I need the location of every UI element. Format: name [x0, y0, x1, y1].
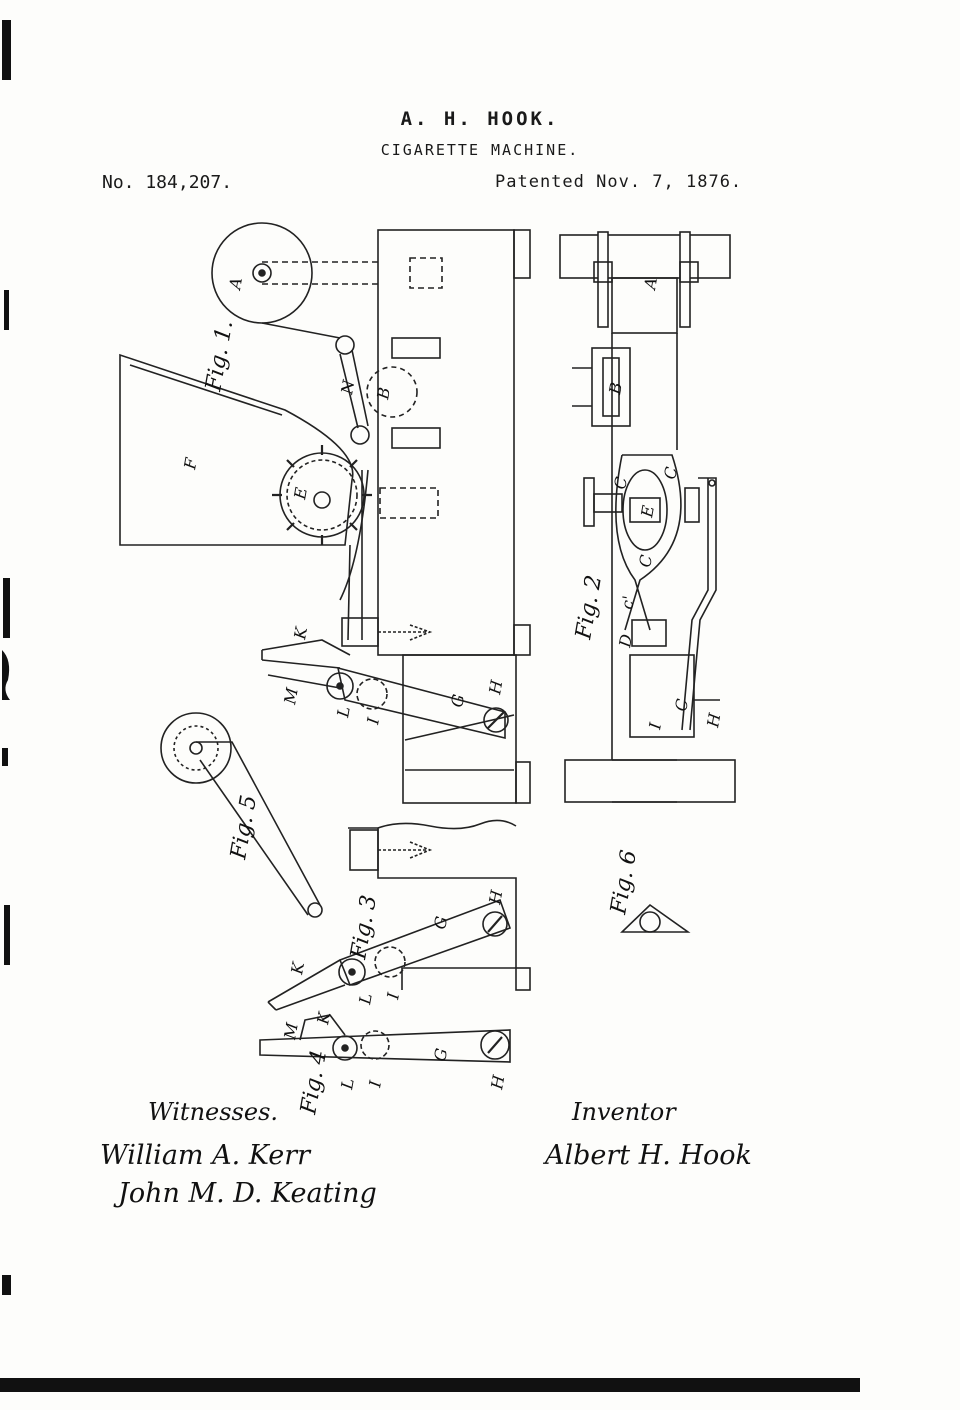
- part-letter-l-fig3: L: [355, 992, 376, 1007]
- witness-signature-2: John M. D. Keating: [118, 1178, 377, 1209]
- part-letter-n: N: [337, 378, 358, 397]
- figure-2: [559, 231, 736, 803]
- part-letter-k-fig4: K: [313, 1010, 334, 1027]
- inventor-signature: Albert H. Hook: [545, 1140, 752, 1171]
- part-letter-l: L: [333, 705, 354, 720]
- part-letter-c-prime: c': [617, 594, 638, 610]
- figure-5: [160, 712, 323, 918]
- part-letter-d: D: [615, 633, 636, 650]
- figure-6: [620, 903, 691, 933]
- part-letter-k: K: [290, 625, 311, 642]
- part-letter-g: G: [447, 693, 468, 709]
- part-letter-m: M: [280, 686, 302, 707]
- part-letter-m-fig4: M: [280, 1021, 302, 1042]
- witness-signature-1: William A. Kerr: [100, 1140, 311, 1171]
- fig-1-label: Fig. 1.: [201, 318, 238, 394]
- fig-5-label: Fig. 5: [226, 793, 262, 862]
- part-letter-c-lower: C: [671, 697, 692, 712]
- part-letter-i-fig2: I: [645, 721, 665, 732]
- part-letter-e-fig2: E: [637, 504, 658, 520]
- figure-4: [259, 1014, 511, 1063]
- part-letter-k-fig3: K: [287, 960, 308, 977]
- patent-title: CIGARETTE MACHINE.: [380, 141, 580, 159]
- part-letter-l-fig4: L: [337, 1077, 358, 1092]
- part-letter-c-top: C: [660, 465, 681, 480]
- patent-date: Patented Nov. 7, 1876.: [495, 172, 743, 192]
- part-letter-h-fig2: H: [703, 711, 724, 730]
- part-letter-b: B: [373, 386, 394, 402]
- part-letter-e: E: [290, 486, 311, 502]
- part-letter-h-fig3: H: [485, 888, 506, 907]
- fig-6-label: Fig. 6: [606, 848, 642, 917]
- scan-edge-marks: [0, 20, 860, 1392]
- part-letter-c-mid: C: [635, 553, 656, 568]
- witnesses-label: Witnesses.: [148, 1098, 279, 1126]
- part-letter-i-fig4: I: [365, 1079, 385, 1090]
- part-letter-h: H: [485, 678, 506, 697]
- fig-2-label: Fig. 2: [571, 573, 607, 642]
- part-letter-a-fig2: A: [640, 276, 661, 293]
- figure-1: [119, 222, 531, 804]
- part-letter-c-left: C: [610, 475, 631, 490]
- inventor-label: Inventor: [572, 1098, 676, 1126]
- fig-3-label: Fig. 3: [346, 893, 382, 962]
- part-letter-i-fig3: I: [383, 991, 403, 1002]
- part-letter-a: A: [225, 276, 246, 293]
- patent-number: No. 184,207.: [102, 172, 233, 193]
- figure-3: [267, 819, 531, 1011]
- part-letter-b-fig2: B: [605, 381, 626, 397]
- part-letter-h-fig4: H: [487, 1073, 508, 1092]
- fig-4-label: Fig. 4: [296, 1048, 332, 1117]
- part-letter-g-fig3: G: [430, 915, 451, 931]
- part-letter-f: F: [180, 456, 201, 472]
- part-letter-g-fig4: G: [430, 1047, 451, 1063]
- part-letter-i: I: [363, 716, 383, 727]
- inventor-name: A. H. HOOK.: [400, 108, 560, 130]
